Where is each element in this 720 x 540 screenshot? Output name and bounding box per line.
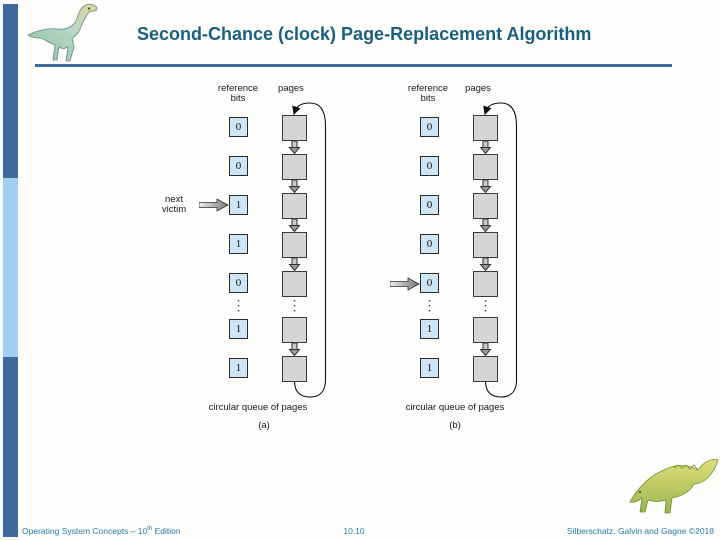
footer-book-title: Operating System Concepts – 10th Edition [22, 526, 181, 536]
down-arrow-icon [479, 141, 492, 154]
reference-bits-header-b: reference bits [407, 83, 449, 104]
page-box [282, 193, 307, 219]
page-box [282, 356, 307, 382]
caption-b: circular queue of pages [405, 402, 505, 413]
reference-bit: 0 [229, 273, 248, 293]
page-box [282, 317, 307, 343]
down-arrow-icon [479, 343, 492, 356]
reference-bit: 0 [420, 273, 439, 293]
page-box [473, 193, 498, 219]
down-arrow-icon [288, 343, 301, 356]
reference-bit: 0 [229, 117, 248, 137]
dinosaur-footer-icon [629, 459, 719, 514]
circular-loop-arrow-icon [292, 102, 327, 398]
page-box [473, 271, 498, 297]
slide-title: Second-Chance (clock) Page-Replacement A… [137, 24, 592, 44]
sublabel-a: (a) [258, 420, 270, 431]
footer-slide-number: 10.10 [343, 526, 365, 536]
sidebar-band-middle [3, 178, 18, 357]
reference-bit: 1 [420, 319, 439, 339]
reference-bit: 0 [420, 156, 439, 176]
ellipsis-pages-a: ⋮ [287, 297, 302, 313]
sidebar-band-bottom [3, 357, 18, 537]
pages-header-b: pages [465, 83, 491, 94]
down-arrow-icon [288, 258, 301, 271]
down-arrow-icon [288, 141, 301, 154]
down-arrow-icon [479, 258, 492, 271]
reference-bit: 0 [420, 117, 439, 137]
reference-bit: 0 [420, 195, 439, 215]
sidebar-band-top [3, 4, 18, 178]
caption-a: circular queue of pages [208, 402, 308, 413]
footer-authors: Silberschatz, Galvin and Gagne ©2018 [566, 526, 714, 536]
circular-loop-arrow-icon [483, 102, 518, 398]
title-underline [35, 64, 672, 67]
reference-bit: 0 [229, 156, 248, 176]
reference-bit: 0 [420, 234, 439, 254]
reference-bits-header-a: reference bits [217, 83, 259, 104]
dinosaur-logo-icon [27, 3, 98, 62]
ellipsis-pages-b: ⋮ [478, 297, 493, 313]
ellipsis-bits-b: ⋮ [422, 297, 437, 313]
page-box [473, 232, 498, 258]
reference-bit: 1 [229, 358, 248, 378]
page-box [282, 271, 307, 297]
next-victim-label: next victim [161, 194, 187, 215]
next-victim-arrow-icon [199, 198, 229, 212]
sublabel-b: (b) [449, 420, 461, 431]
down-arrow-icon [479, 219, 492, 232]
reference-bit: 1 [229, 195, 248, 215]
reference-bit: 1 [420, 358, 439, 378]
down-arrow-icon [288, 180, 301, 193]
reference-bit: 1 [229, 319, 248, 339]
down-arrow-icon [288, 219, 301, 232]
victim-pointer-arrow-icon [390, 277, 420, 291]
page-box [473, 356, 498, 382]
ellipsis-bits-a: ⋮ [231, 297, 246, 313]
down-arrow-icon [479, 180, 492, 193]
reference-bit: 1 [229, 234, 248, 254]
pages-header-a: pages [278, 83, 304, 94]
